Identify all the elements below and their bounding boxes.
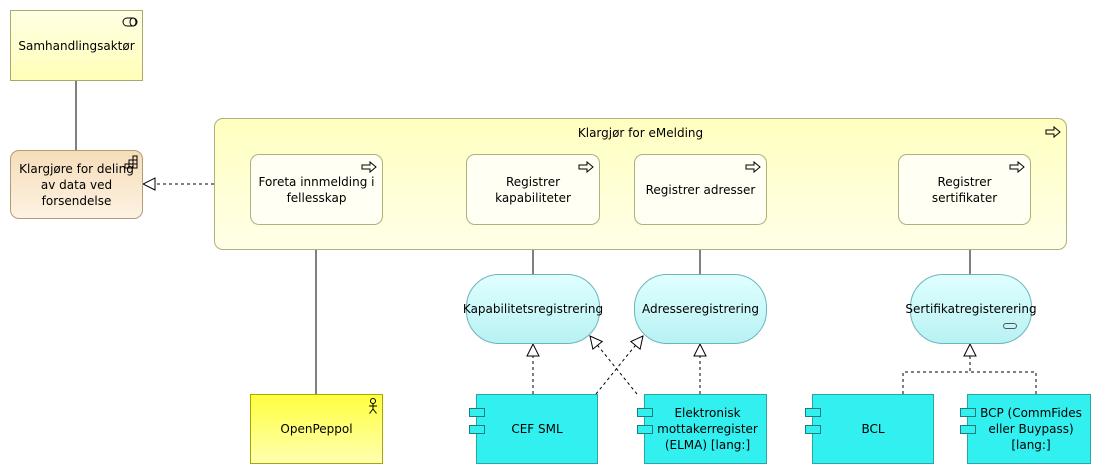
- process-arrow-icon: [1009, 161, 1025, 173]
- registrer-sertifikater-process[interactable]: Registrer sertifikater: [898, 154, 1031, 225]
- samhandlingsaktor-label: Samhandlingsaktør: [18, 38, 135, 53]
- adresseregistrering-label: Adresseregistrering: [641, 302, 760, 316]
- component-icon: [637, 408, 653, 417]
- sertifikatregistrering-service[interactable]: Sertifikatregisterering: [905, 274, 1037, 344]
- process-arrow-icon: [745, 161, 761, 173]
- adresseregistrering-service[interactable]: Adresseregistrering: [634, 274, 767, 344]
- cef-sml-label: CEF SML: [511, 422, 563, 436]
- component-icon: [469, 408, 485, 417]
- cef-sml-component[interactable]: CEF SML: [469, 394, 598, 464]
- bcl-label: BCL: [861, 422, 885, 436]
- component-icon: [805, 408, 821, 417]
- role-icon: [122, 17, 138, 27]
- realization-elma-kapabilitet: [590, 336, 638, 395]
- registrer-kapabiliteter-process[interactable]: Registrer kapabiliteter: [466, 154, 600, 225]
- elma-label: Elektronisk mottakerregister (ELMA) [lan…: [657, 406, 758, 452]
- component-icon: [637, 425, 653, 434]
- realization-bcl-sertifikat: [902, 344, 970, 394]
- process-arrow-icon: [1045, 126, 1061, 138]
- process-arrow-icon: [578, 161, 594, 173]
- openpeppol-actor[interactable]: OpenPeppol: [250, 394, 383, 464]
- kapabilitetsregistrering-label: Kapabilitetsregistrering: [462, 302, 604, 316]
- component-icon: [805, 425, 821, 434]
- klargjore-deling-function[interactable]: Klargjøre for deling av data ved forsend…: [10, 150, 143, 219]
- bcp-component[interactable]: BCP (CommFides eller Buypass) [lang:]: [960, 394, 1091, 464]
- registrer-sertifikater-label: Registrer sertifikater: [931, 174, 998, 205]
- elma-component[interactable]: Elektronisk mottakerregister (ELMA) [lan…: [637, 394, 767, 464]
- component-icon: [960, 408, 976, 417]
- registrer-kapabiliteter-label: Registrer kapabiliteter: [495, 174, 571, 205]
- bcl-component[interactable]: BCL: [805, 394, 934, 464]
- foreta-innmelding-process[interactable]: Foreta innmelding i fellesskap: [250, 154, 383, 225]
- registrer-adresser-process[interactable]: Registrer adresser: [634, 154, 767, 225]
- actor-icon: [369, 398, 377, 414]
- samhandlingsaktor-role[interactable]: Samhandlingsaktør: [10, 10, 143, 81]
- service-icon: [1003, 323, 1017, 329]
- sertifikatregistrering-label: Sertifikatregisterering: [905, 302, 1037, 316]
- klargjor-emelding-label: Klargjør for eMelding: [577, 126, 704, 140]
- component-icon: [469, 425, 485, 434]
- foreta-innmelding-label: Foreta innmelding i fellesskap: [258, 174, 375, 205]
- realization-cef-adresse: [595, 336, 643, 395]
- process-arrow-icon: [361, 161, 377, 173]
- openpeppol-label: OpenPeppol: [280, 422, 353, 436]
- component-icon: [960, 425, 976, 434]
- kapabilitetsregistrering-service[interactable]: Kapabilitetsregistrering: [463, 274, 603, 344]
- realization-bcp-sertifikat: [970, 371, 1037, 394]
- registrer-adresser-label: Registrer adresser: [645, 182, 756, 197]
- bcp-label: BCP (CommFides eller Buypass) [lang:]: [980, 406, 1082, 452]
- klargjore-deling-label: Klargjøre for deling av data ved forsend…: [19, 161, 134, 208]
